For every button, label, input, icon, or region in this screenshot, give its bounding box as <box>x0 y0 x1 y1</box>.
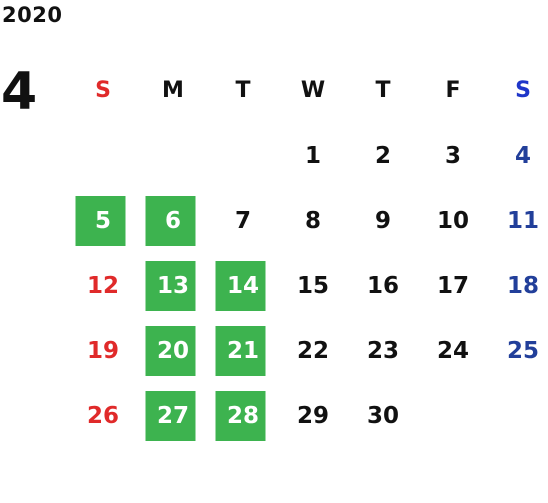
day-number: 25 <box>506 337 539 364</box>
day-number: 19 <box>86 337 119 364</box>
day-cell <box>138 123 208 188</box>
day-number: 3 <box>444 142 461 169</box>
day-number: 8 <box>304 207 321 234</box>
day-cell[interactable]: 23 <box>348 318 418 383</box>
day-cell[interactable]: 19 <box>68 318 138 383</box>
day-cell[interactable]: 9 <box>348 188 418 253</box>
day-number: 24 <box>436 337 469 364</box>
day-cell-highlighted[interactable]: 13 <box>138 253 208 318</box>
day-cell <box>68 123 138 188</box>
day-number: 23 <box>366 337 399 364</box>
day-cell[interactable]: 2 <box>348 123 418 188</box>
weekday-header-friday: F <box>445 78 461 103</box>
day-cell-highlighted[interactable]: 5 <box>68 188 138 253</box>
day-number: 30 <box>366 402 399 429</box>
day-number: 22 <box>296 337 329 364</box>
day-number: 16 <box>366 272 399 299</box>
day-cell[interactable]: 4 <box>488 123 548 188</box>
weekday-header-monday: M <box>162 78 184 103</box>
day-number: 6 <box>164 207 181 234</box>
day-cell[interactable]: 8 <box>278 188 348 253</box>
day-cell[interactable]: 10 <box>418 188 488 253</box>
day-number: 10 <box>436 207 469 234</box>
day-number: 18 <box>506 272 539 299</box>
day-cell[interactable]: 3 <box>418 123 488 188</box>
day-number: 7 <box>234 207 251 234</box>
day-cell[interactable]: 15 <box>278 253 348 318</box>
day-number: 2 <box>374 142 391 169</box>
day-number: 4 <box>514 142 531 169</box>
day-number: 17 <box>436 272 469 299</box>
day-number: 14 <box>226 272 259 299</box>
day-cell <box>208 123 278 188</box>
day-cell-highlighted[interactable]: 21 <box>208 318 278 383</box>
day-cell[interactable]: 11 <box>488 188 548 253</box>
day-cell[interactable]: 25 <box>488 318 548 383</box>
weekday-header-saturday: S <box>515 78 531 103</box>
day-cell-highlighted[interactable]: 6 <box>138 188 208 253</box>
day-number: 1 <box>304 142 321 169</box>
day-cell[interactable]: 18 <box>488 253 548 318</box>
day-number: 26 <box>86 402 119 429</box>
calendar-grid: S M T W T F S 1 2 3 4 5 6 7 8 9 10 11 12… <box>68 58 548 448</box>
day-number: 9 <box>374 207 391 234</box>
day-number: 15 <box>296 272 329 299</box>
day-cell[interactable]: 12 <box>68 253 138 318</box>
day-number: 11 <box>506 207 539 234</box>
day-cell[interactable]: 22 <box>278 318 348 383</box>
day-cell[interactable]: 30 <box>348 383 418 448</box>
day-cell-highlighted[interactable]: 20 <box>138 318 208 383</box>
day-cell[interactable]: 29 <box>278 383 348 448</box>
day-number: 12 <box>86 272 119 299</box>
day-number: 29 <box>296 402 329 429</box>
weekday-header-thursday: T <box>375 78 391 103</box>
year-label: 2020 <box>2 3 63 27</box>
day-cell-highlighted[interactable]: 14 <box>208 253 278 318</box>
day-cell[interactable]: 24 <box>418 318 488 383</box>
day-cell <box>418 383 488 448</box>
day-cell-highlighted[interactable]: 27 <box>138 383 208 448</box>
month-number: 4 <box>1 62 38 122</box>
day-number: 20 <box>156 337 189 364</box>
day-cell[interactable]: 1 <box>278 123 348 188</box>
day-number: 13 <box>156 272 189 299</box>
weekday-header-sunday: S <box>95 78 111 103</box>
day-number: 21 <box>226 337 259 364</box>
day-cell[interactable]: 26 <box>68 383 138 448</box>
day-number: 28 <box>226 402 259 429</box>
weekday-header-tuesday: T <box>235 78 251 103</box>
day-cell[interactable]: 16 <box>348 253 418 318</box>
day-cell[interactable]: 7 <box>208 188 278 253</box>
day-number: 27 <box>156 402 189 429</box>
day-number: 5 <box>94 207 111 234</box>
day-cell[interactable]: 17 <box>418 253 488 318</box>
day-cell-highlighted[interactable]: 28 <box>208 383 278 448</box>
weekday-header-wednesday: W <box>300 78 326 103</box>
day-cell <box>488 383 548 448</box>
